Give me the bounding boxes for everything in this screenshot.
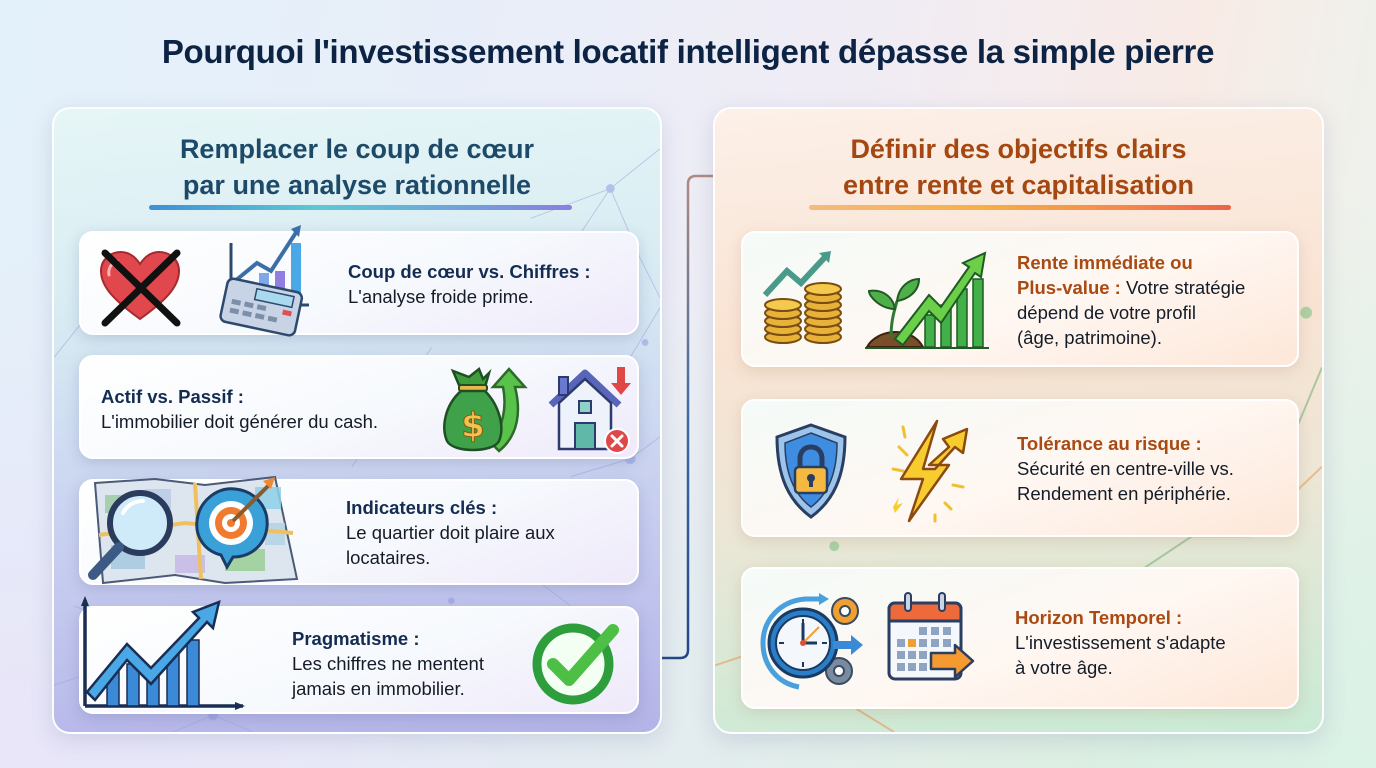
crossed-heart-icon [99,249,181,327]
card-description-line2: à votre âge. [1015,657,1113,678]
card-label-line2: Plus-value : [1017,277,1121,298]
right-panel-clear-objectives: Définir des objectifs clairs entre rente… [713,107,1324,734]
calendar-arrow-icon [887,592,975,681]
left-title-underline [149,205,572,210]
right-title-underline [809,205,1231,210]
card-description-line2: Rendement en périphérie. [1017,483,1231,504]
magnifier-map-icon [88,475,299,585]
calculator-chart-icon [219,225,309,337]
money-bag-up-icon: $ [443,366,528,453]
card-description-line3: dépend de votre profil [1017,302,1196,323]
card-label: Pragmatisme : [292,628,420,649]
card-description-inline: Votre stratégie [1125,277,1246,298]
card-text: Coup de cœur vs. Chiffres : L'analyse fr… [348,259,591,309]
card-description: L'immobilier doit générer du cash. [101,411,379,432]
page-title: Pourquoi l'investissement locatif intell… [161,33,1215,70]
house-down-icon [548,367,631,454]
card-time-horizon: Horizon Temporel : L'investissement s'ad… [741,567,1299,709]
left-title-line1: Remplacer le coup de cœur [179,134,535,164]
card-text: Pragmatisme : Les chiffres ne mentent ja… [292,626,484,701]
card-description-line1: Le quartier doit plaire aux [346,522,555,543]
clock-gears-icon [760,593,863,690]
card-income-vs-capital-gain: Rente immédiate ou Plus-value : Votre st… [741,231,1299,367]
card-heart-vs-numbers: Coup de cœur vs. Chiffres : L'analyse fr… [79,225,639,337]
left-title-line2: par une analyse rationnelle [182,170,532,200]
right-panel-title: Définir des objectifs clairs entre rente… [715,131,1322,203]
svg-text:$: $ [461,406,485,446]
plant-growth-icon [865,251,989,349]
card-key-indicators: Indicateurs clés : Le quartier doit plai… [79,475,639,585]
card-label: Horizon Temporel : [1015,607,1183,628]
card-label: Indicateurs clés : [346,497,498,518]
card-label: Coup de cœur vs. Chiffres : [348,261,591,282]
card-description-line1: Sécurité en centre-ville vs. [1017,458,1234,479]
lightning-arrow-icon [891,419,969,523]
card-text: Horizon Temporel : L'investissement s'ad… [1015,605,1226,680]
card-description-line4: (âge, patrimoine). [1017,327,1162,348]
card-description-line2: locataires. [346,547,431,568]
card-text: Actif vs. Passif : L'immobilier doit gén… [101,384,378,434]
card-description-line1: Les chiffres ne mentent [292,653,484,674]
growth-chart-icon [81,596,245,710]
card-pragmatism: Pragmatisme : Les chiffres ne mentent ja… [79,596,639,714]
card-description-line1: L'investissement s'adapte [1015,632,1226,653]
card-description: L'analyse froide prime. [348,286,534,307]
left-panel-rational-analysis: Remplacer le coup de cœur par une analys… [52,107,662,734]
card-text: Tolérance au risque : Sécurité en centre… [1017,431,1234,506]
check-circle-icon [532,623,619,705]
card-label: Actif vs. Passif : [101,386,244,407]
right-title-line2: entre rente et capitalisation [842,170,1195,200]
card-text: Rente immédiate ou Plus-value : Votre st… [1017,250,1245,350]
card-risk-tolerance: Tolérance au risque : Sécurité en centre… [741,399,1299,537]
coins-arrow-icon [762,251,842,344]
left-panel-title: Remplacer le coup de cœur par une analys… [54,131,660,203]
card-text: Indicateurs clés : Le quartier doit plai… [346,495,555,570]
card-label-line1: Rente immédiate ou [1017,252,1193,273]
shield-lock-icon [775,423,847,519]
card-label: Tolérance au risque : [1017,433,1202,454]
card-description-line2: jamais en immobilier. [292,678,465,699]
card-asset-vs-liability: Actif vs. Passif : L'immobilier doit gén… [79,355,639,459]
right-title-line1: Définir des objectifs clairs [850,134,1187,164]
